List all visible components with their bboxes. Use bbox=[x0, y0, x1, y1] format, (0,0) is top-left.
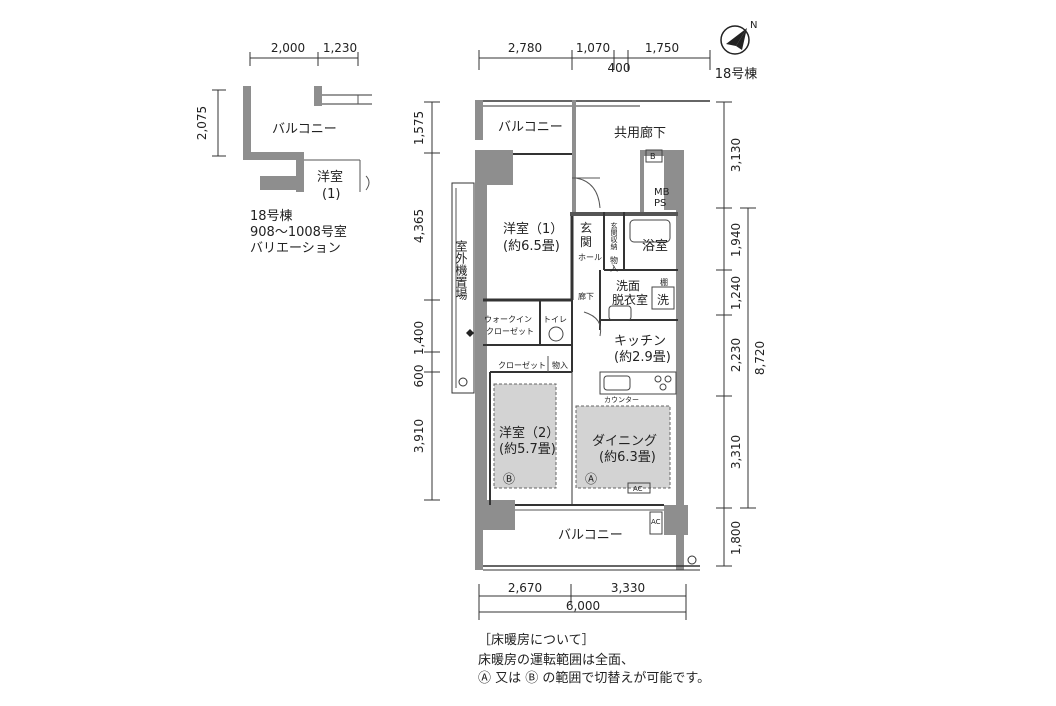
label-kitchen-size: (約2.9畳) bbox=[614, 350, 671, 365]
label-washer: 洗 bbox=[657, 293, 669, 307]
label-balcony-bottom: バルコニー bbox=[558, 528, 623, 543]
label-wic-2: クローゼット bbox=[486, 326, 534, 336]
label-wash-2: 脱衣室 bbox=[612, 292, 648, 307]
label-room1: 洋室（1） bbox=[503, 221, 563, 237]
label-wash-1: 洗面 bbox=[616, 279, 640, 293]
right-dim-2: 1,940 bbox=[729, 223, 743, 257]
variation-room-no: (1) bbox=[322, 187, 340, 202]
left-dim-3: 1,400 bbox=[412, 321, 426, 355]
right-dim-total: 8,720 bbox=[753, 341, 767, 375]
label-dining-size: (約6.3畳) bbox=[599, 450, 656, 465]
label-ac-balcony: AC bbox=[651, 518, 661, 526]
left-dim-1: 1,575 bbox=[412, 111, 426, 145]
variation-dim-top-1: 2,000 bbox=[271, 41, 305, 55]
label-entrance-2: 関 bbox=[580, 235, 592, 249]
variation-dim-top-2: 1,230 bbox=[323, 41, 357, 55]
right-dim-5: 3,310 bbox=[729, 435, 743, 469]
label-mb: MB bbox=[654, 187, 670, 198]
variation-rooms: 908～1008号室 bbox=[250, 224, 347, 240]
label-room1-size: (約6.5畳) bbox=[503, 239, 560, 254]
right-dimensions: 3,130 1,940 1,240 2,230 3,310 1,800 8,72… bbox=[716, 101, 767, 567]
top-dim-2: 1,070 bbox=[576, 41, 610, 55]
label-zone-b: Ⓑ bbox=[503, 472, 515, 486]
right-dim-6: 1,800 bbox=[729, 521, 743, 555]
note-line-1: 床暖房の運転範囲は全面、 bbox=[478, 653, 635, 668]
note-line-2: Ⓐ 又は Ⓑ の範囲で切替えが可能です。 bbox=[478, 671, 711, 686]
label-ps: PS bbox=[654, 198, 666, 209]
right-dim-4: 2,230 bbox=[729, 338, 743, 372]
label-zone-a: Ⓐ bbox=[585, 472, 597, 486]
variation-dim-left: 2,075 bbox=[195, 106, 209, 140]
variation-balcony: バルコニー bbox=[272, 122, 337, 137]
label-bath: 浴室 bbox=[642, 238, 668, 254]
label-corridor: 共用廊下 bbox=[614, 125, 666, 141]
top-dimensions: 2,780 1,070 1,750 400 bbox=[478, 41, 711, 75]
label-room2: 洋室（2） bbox=[499, 425, 559, 441]
label-room2-size: (約5.7畳) bbox=[499, 442, 556, 457]
left-dim-2: 4,365 bbox=[412, 209, 426, 243]
svg-text:B: B bbox=[650, 152, 656, 161]
north-arrow: N 18号棟 bbox=[715, 20, 758, 82]
label-outdoor-unit: 室外機置場 bbox=[454, 239, 468, 301]
heat-zone-a bbox=[575, 405, 671, 489]
plan-walls bbox=[475, 100, 710, 571]
label-kitchen: キッチン bbox=[614, 334, 666, 349]
label-storage: 物入 bbox=[610, 255, 619, 272]
top-dim-3: 1,750 bbox=[645, 41, 679, 55]
bottom-dimensions: 2,670 3,330 6,000 bbox=[478, 581, 687, 620]
variation-room: 洋室 bbox=[317, 169, 343, 185]
label-entrance-1: 玄 bbox=[580, 220, 592, 235]
left-dimensions: 1,575 4,365 1,400 600 3,910 bbox=[412, 101, 440, 501]
label-closet: クローゼット bbox=[498, 360, 546, 370]
top-dim-sub: 400 bbox=[608, 61, 631, 75]
ac-unit-balcony bbox=[649, 511, 663, 535]
bottom-dim-2: 3,330 bbox=[611, 581, 645, 595]
label-dining: ダイニング bbox=[592, 434, 657, 449]
north-letter: N bbox=[750, 20, 757, 31]
note-heading: ［床暖房について］ bbox=[478, 633, 595, 648]
label-shoe: 玄関収納 bbox=[610, 221, 618, 251]
top-dim-1: 2,780 bbox=[508, 41, 542, 55]
variation-caption: バリエーション bbox=[250, 241, 341, 256]
bottom-dim-total: 6,000 bbox=[566, 599, 600, 613]
fixtures: B bbox=[548, 149, 677, 395]
label-storage2: 物入 bbox=[552, 360, 568, 370]
ac-unit-dining bbox=[627, 482, 651, 494]
right-dim-1: 3,130 bbox=[729, 138, 743, 172]
label-linen: 棚 bbox=[660, 277, 668, 287]
variation-inset: 2,000 1,230 2,075 バルコニー 洋室 (1) 18号棟 908～… bbox=[195, 41, 372, 256]
label-wic-1: ウォークイン bbox=[484, 315, 532, 324]
right-dim-3: 1,240 bbox=[729, 276, 743, 310]
heat-zone-b bbox=[493, 383, 557, 489]
label-balcony-top: バルコニー bbox=[498, 120, 563, 135]
label-hall: ホール bbox=[578, 253, 602, 262]
outdoor-unit-area bbox=[451, 182, 475, 394]
variation-building: 18号棟 bbox=[250, 209, 293, 224]
building-label: 18号棟 bbox=[715, 67, 758, 82]
left-dim-5: 3,910 bbox=[412, 419, 426, 453]
label-hallway: 廊下 bbox=[578, 291, 594, 301]
room-labels: バルコニー 共用廊下 MB PS 洋室（1） (約6.5畳) 室外機置場 玄 関… bbox=[454, 120, 671, 543]
label-toilet: トイレ bbox=[543, 315, 567, 324]
left-dim-4: 600 bbox=[412, 365, 426, 388]
label-counter: カウンター bbox=[604, 395, 639, 404]
bottom-dim-1: 2,670 bbox=[508, 581, 542, 595]
label-ac-dining: AC bbox=[633, 485, 643, 493]
